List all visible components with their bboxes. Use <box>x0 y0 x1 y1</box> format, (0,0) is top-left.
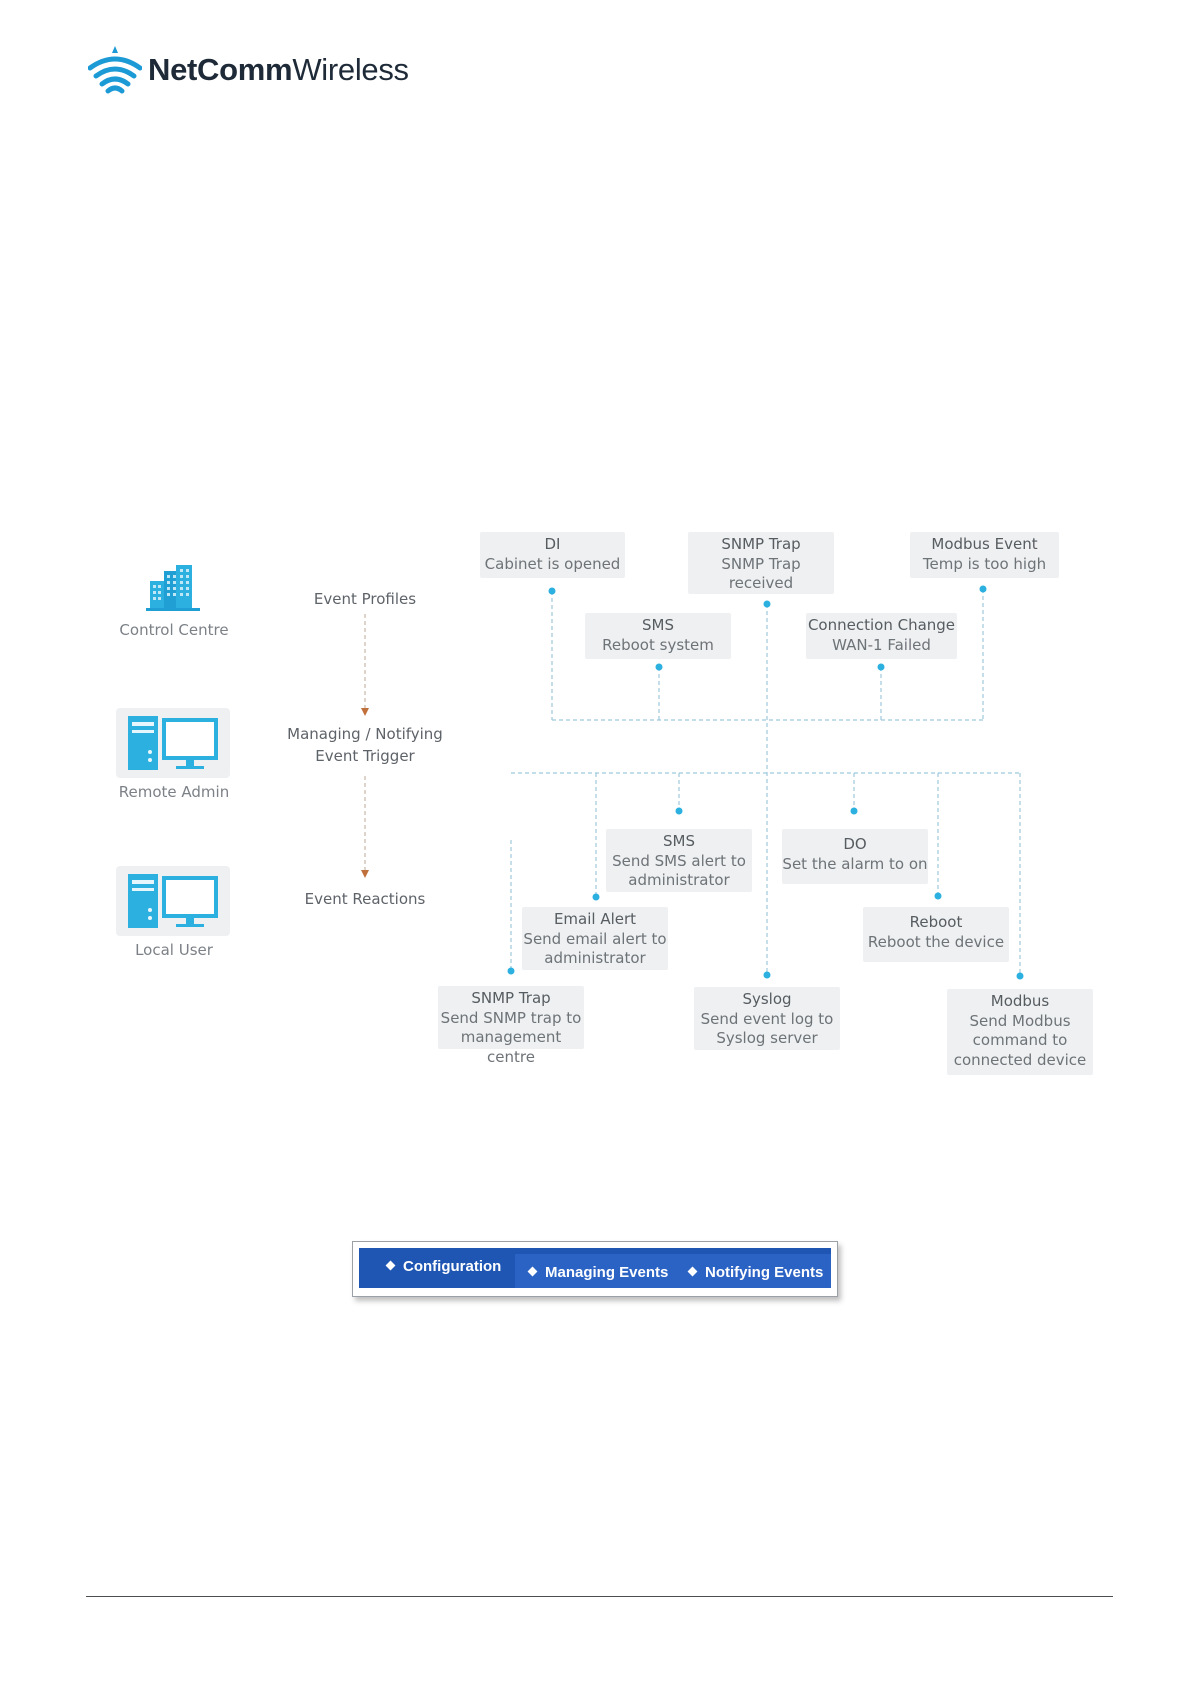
control-centre-label: Control Centre <box>119 621 229 639</box>
stage-event-trigger: Managing / Notifying Event Trigger <box>287 725 443 765</box>
menu-item-managing-events[interactable]: Managing Events <box>527 1264 668 1281</box>
stage-event-profiles: Event Profiles <box>313 590 417 608</box>
office-building-icon <box>146 565 200 611</box>
footer-rule <box>86 1596 1113 1597</box>
diamond-bullet-icon <box>687 1266 698 1277</box>
menu-screenshot: Configuration Managing Events Notifying … <box>352 1241 838 1297</box>
remote-admin-panel <box>116 708 230 778</box>
diamond-bullet-icon <box>527 1266 538 1277</box>
menu-item-configuration[interactable]: Configuration <box>385 1258 501 1275</box>
remote-admin-label: Remote Admin <box>118 783 230 801</box>
menu-bar: Configuration Managing Events Notifying … <box>359 1248 831 1288</box>
brand-name: NetCommWireless <box>148 52 409 87</box>
diamond-bullet-icon <box>385 1260 396 1271</box>
menu-item-notifying-events[interactable]: Notifying Events <box>687 1264 823 1281</box>
local-user-label: Local User <box>135 941 213 959</box>
desktop-computer-icon <box>128 716 218 770</box>
desktop-computer-icon <box>128 874 218 928</box>
stage-event-reactions: Event Reactions <box>304 890 426 908</box>
local-user-panel <box>116 866 230 936</box>
submenu-background <box>515 1254 831 1288</box>
wifi-signal-icon <box>88 46 142 94</box>
